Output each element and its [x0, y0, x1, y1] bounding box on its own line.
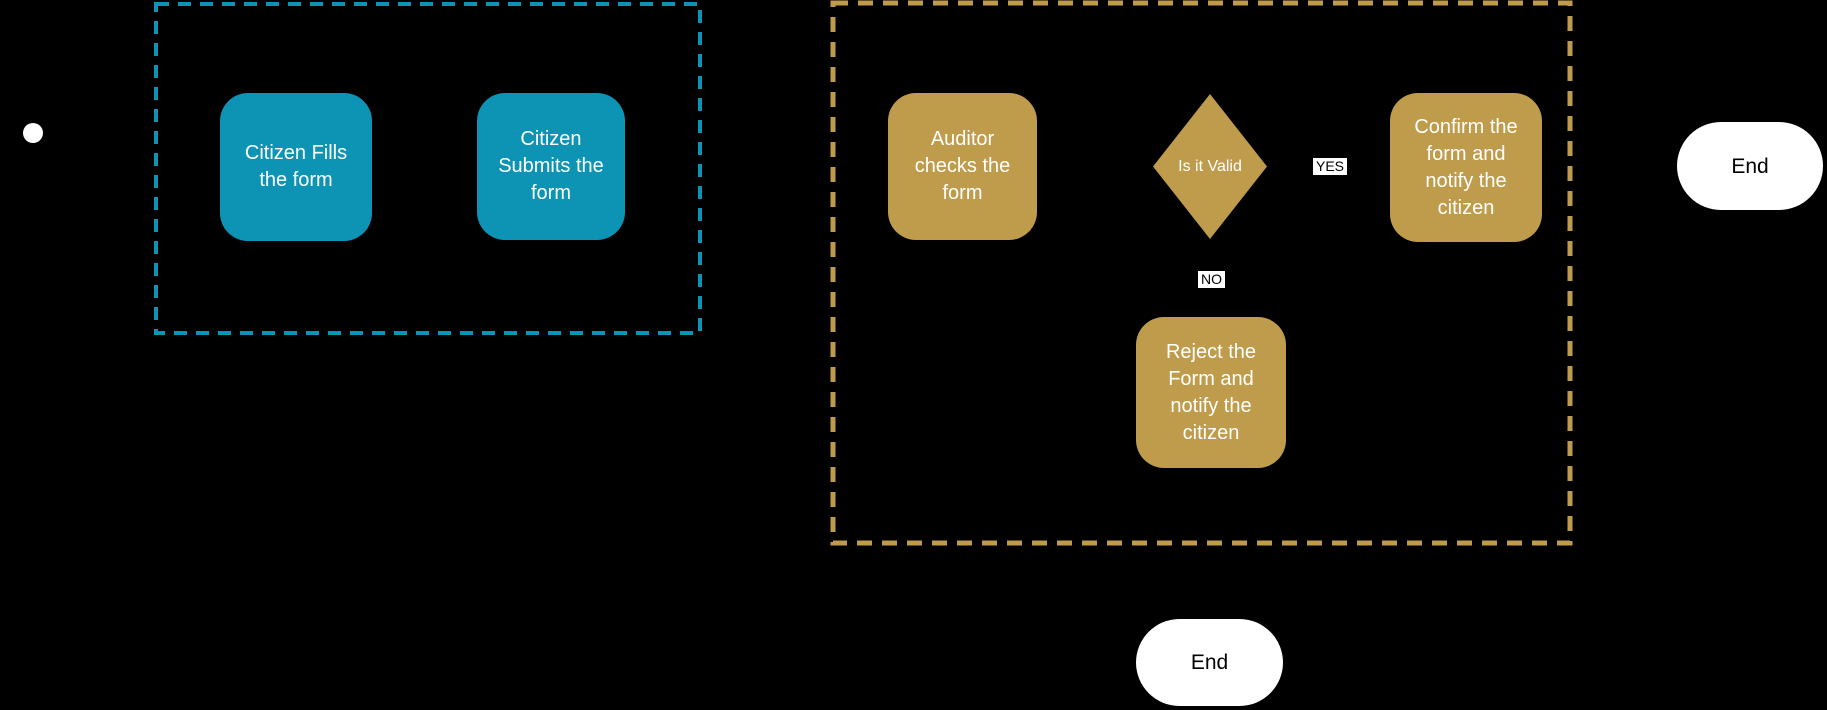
- citizen-lane-boundary: [154, 2, 702, 335]
- node-auditor-checks-form: Auditor checks the form: [888, 93, 1037, 240]
- end-node-rejected-label: End: [1190, 651, 1229, 674]
- end-node-approved-label: End: [1731, 154, 1769, 178]
- node-reject-and-notify-label: Reject the Form and notify the citizen: [1165, 340, 1257, 444]
- node-confirm-and-notify-label: Confirm the form and notify the citizen: [1414, 115, 1518, 219]
- decision-is-it-valid-label: Is it Valid: [1178, 158, 1242, 175]
- edge-label-no: NO: [1198, 271, 1225, 288]
- node-citizen-submits-form-label: Citizen Submits the form: [498, 128, 604, 204]
- node-citizen-fills-form-label: Citizen Fills the form: [244, 142, 348, 191]
- start-node: [23, 123, 43, 143]
- end-node-rejected: End: [1136, 619, 1283, 706]
- node-auditor-checks-form-label: Auditor checks the form: [914, 128, 1011, 204]
- node-citizen-fills-form: Citizen Fills the form: [220, 93, 372, 241]
- node-reject-and-notify: Reject the Form and notify the citizen: [1136, 317, 1286, 468]
- end-node-approved: End: [1677, 122, 1823, 210]
- auditor-lane-boundary: [830, 0, 1573, 546]
- edge-label-yes: YES: [1313, 158, 1348, 175]
- node-citizen-submits-form: Citizen Submits the form: [477, 93, 625, 240]
- node-confirm-and-notify: Confirm the form and notify the citizen: [1390, 93, 1542, 242]
